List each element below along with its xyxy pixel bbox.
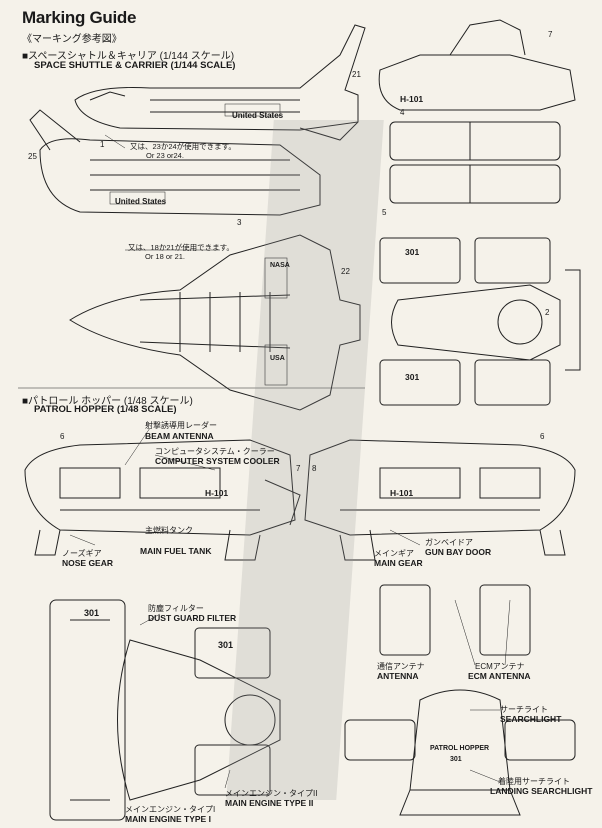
label-antenna: ANTENNA — [377, 671, 419, 681]
hopper-front-view-left — [24, 439, 301, 561]
decal-united-states-1: United States — [232, 111, 284, 120]
callout-8: 8 — [312, 464, 317, 473]
callout-25: 25 — [28, 152, 37, 161]
label-engine2: MAIN ENGINE TYPE II — [225, 798, 314, 808]
hopper-top-view-small — [379, 237, 581, 406]
note1-jp: 又は、23か24が使用できます。 — [130, 142, 236, 151]
hopper-reg-left: H-101 — [205, 488, 229, 498]
label-fuel-tank-jp: 主燃料タンク — [145, 526, 193, 535]
label-main-gear-jp: メインギア — [374, 549, 414, 558]
label-main-gear: MAIN GEAR — [374, 558, 423, 568]
label-beam-antenna: BEAM ANTENNA — [145, 431, 214, 441]
callout-3: 3 — [237, 218, 242, 227]
label-searchlight-jp: サーチライト — [500, 705, 548, 714]
label-engine2-jp: メインエンジン・タイプII — [225, 789, 318, 798]
hopper-front-view-right — [304, 439, 576, 561]
note2-en: Or 18 or 21. — [145, 252, 186, 261]
hopper-side-view-small — [378, 19, 576, 204]
label-engine1-jp: メインエンジン・タイプI — [125, 805, 216, 814]
section1-heading-en: SPACE SHUTTLE & CARRIER (1/144 SCALE) — [34, 60, 236, 71]
callout-5: 5 — [382, 208, 387, 217]
page-subtitle: 《マーキング参考図》 — [22, 34, 122, 45]
label-ecm: ECM ANTENNA — [468, 671, 531, 681]
label-ecm-jp: ECMアンテナ — [475, 662, 525, 671]
pod-number-rear: 301 — [450, 756, 462, 763]
callout-2: 2 — [545, 308, 550, 317]
label-dust-filter-jp: 防塵フィルター — [148, 604, 204, 613]
label-searchlight: SEARCHLIGHT — [500, 714, 562, 724]
section2-heading-jp: ■パトロール ホッパー (1/48 スケール) — [22, 396, 193, 407]
pod-number-plan-2: 301 — [218, 640, 234, 650]
label-nose-gear-jp: ノーズギア — [62, 549, 102, 558]
callout-1: 1 — [100, 140, 105, 149]
hopper-reg-right: H-101 — [390, 488, 414, 498]
callout-4: 4 — [400, 108, 405, 117]
callout-7: 7 — [548, 30, 553, 39]
note2-jp: 又は、18か21が使用できます。 — [128, 243, 234, 252]
label-antenna-jp: 通信アンテナ — [377, 662, 425, 671]
section1-heading-jp: ■スペースシャトル＆キャリア (1/144 スケール) — [22, 51, 235, 62]
label-gun-bay-jp: ガンベイドア — [425, 538, 473, 547]
patrol-hopper-text: PATROL HOPPER — [430, 745, 490, 752]
leader-lines — [69, 134, 511, 789]
shuttle-side-view-1 — [74, 24, 366, 141]
label-dust-filter: DUST GUARD FILTER — [148, 613, 237, 623]
label-fuel-tank: MAIN FUEL TANK — [140, 546, 212, 556]
label-nose-gear: NOSE GEAR — [62, 558, 114, 568]
decal-usa: USA — [270, 355, 285, 362]
label-cooler: COMPUTER SYSTEM COOLER — [155, 456, 280, 466]
page-title: Marking Guide — [22, 8, 137, 27]
carrier-side-view — [29, 109, 321, 216]
section2-heading-en: PATROL HOPPER (1/48 SCALE) — [34, 404, 177, 415]
note1-en: Or 23 or24. — [146, 151, 184, 160]
callout-6b: 6 — [540, 432, 545, 441]
callout-6: 6 — [60, 432, 65, 441]
label-gun-bay: GUN BAY DOOR — [425, 547, 492, 557]
label-beam-antenna-jp: 射撃誘導用レーダー — [145, 421, 217, 430]
label-landing: LANDING SEARCHLIGHT — [490, 786, 593, 796]
pod-number-1: 301 — [405, 247, 420, 257]
callout-22: 22 — [341, 267, 350, 276]
callout-7b: 7 — [296, 464, 301, 473]
shuttle-top-view — [69, 234, 361, 411]
hopper-plan-view — [49, 599, 281, 821]
label-cooler-jp: コンピュータシステム・クーラー — [155, 447, 275, 456]
decal-nasa: NASA — [270, 262, 290, 269]
hopper-rear-view — [344, 584, 576, 816]
hopper-reg-top: H-101 — [400, 94, 424, 104]
pod-number-plan: 301 — [84, 608, 100, 618]
callout-21: 21 — [352, 70, 361, 79]
label-landing-jp: 着陸用サーチライト — [498, 777, 570, 786]
decal-united-states-2: United States — [115, 197, 167, 206]
label-engine1: MAIN ENGINE TYPE I — [125, 814, 211, 824]
pod-number-2: 301 — [405, 372, 420, 382]
